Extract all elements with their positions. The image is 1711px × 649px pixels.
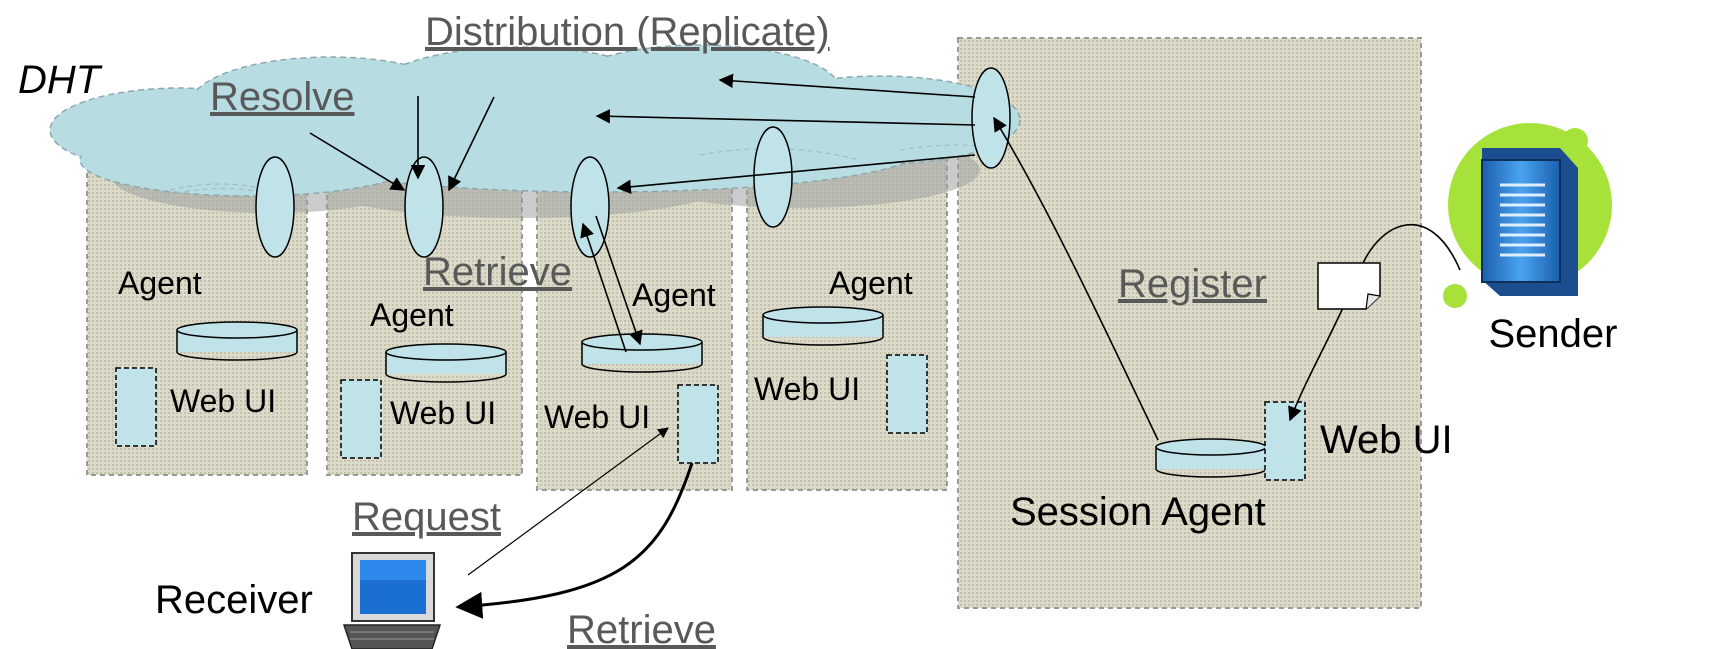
agent-label-2: Agent (370, 297, 454, 333)
agent-label-4: Agent (829, 265, 913, 301)
resolve-label: Resolve (210, 75, 355, 119)
database-session-agent (1155, 438, 1267, 478)
dht-node-2 (404, 156, 444, 258)
webui-box-1 (115, 367, 157, 447)
webui-box-session (1264, 401, 1306, 481)
webui-label-3: Web UI (544, 399, 650, 435)
receiver-label: Receiver (155, 578, 313, 622)
document-icon (1317, 262, 1381, 310)
distribution-label: Distribution (Replicate) (425, 10, 830, 54)
server-icon (1443, 123, 1612, 308)
dht-node-1 (255, 156, 295, 258)
dht-node-4 (753, 126, 793, 228)
agent-label-1: Agent (118, 265, 202, 301)
webui-box-4 (886, 354, 928, 434)
session-agent-box (957, 37, 1422, 609)
request-label: Request (352, 495, 501, 539)
dht-node-3 (570, 156, 610, 258)
dht-cloud (49, 44, 1021, 218)
agent-label-3: Agent (632, 277, 716, 313)
database-agent-2 (385, 343, 507, 383)
dht-node-session (971, 67, 1011, 169)
retrieve-top-label: Retrieve (423, 250, 572, 294)
webui-label-4: Web UI (754, 371, 860, 407)
database-agent-4 (762, 306, 884, 346)
webui-box-2 (340, 379, 382, 459)
webui-box-3 (677, 384, 719, 464)
webui-label-1: Web UI (170, 383, 276, 419)
webui-label-session: Web UI (1320, 418, 1453, 462)
retrieve-bottom-label: Retrieve (567, 608, 716, 649)
webui-label-2: Web UI (390, 395, 496, 431)
sender-label: Sender (1489, 312, 1618, 356)
dht-label: DHT (18, 58, 103, 102)
session-agent-label: Session Agent (1010, 490, 1266, 534)
laptop-icon (342, 552, 442, 649)
register-label: Register (1118, 262, 1267, 306)
database-agent-1 (176, 321, 298, 361)
